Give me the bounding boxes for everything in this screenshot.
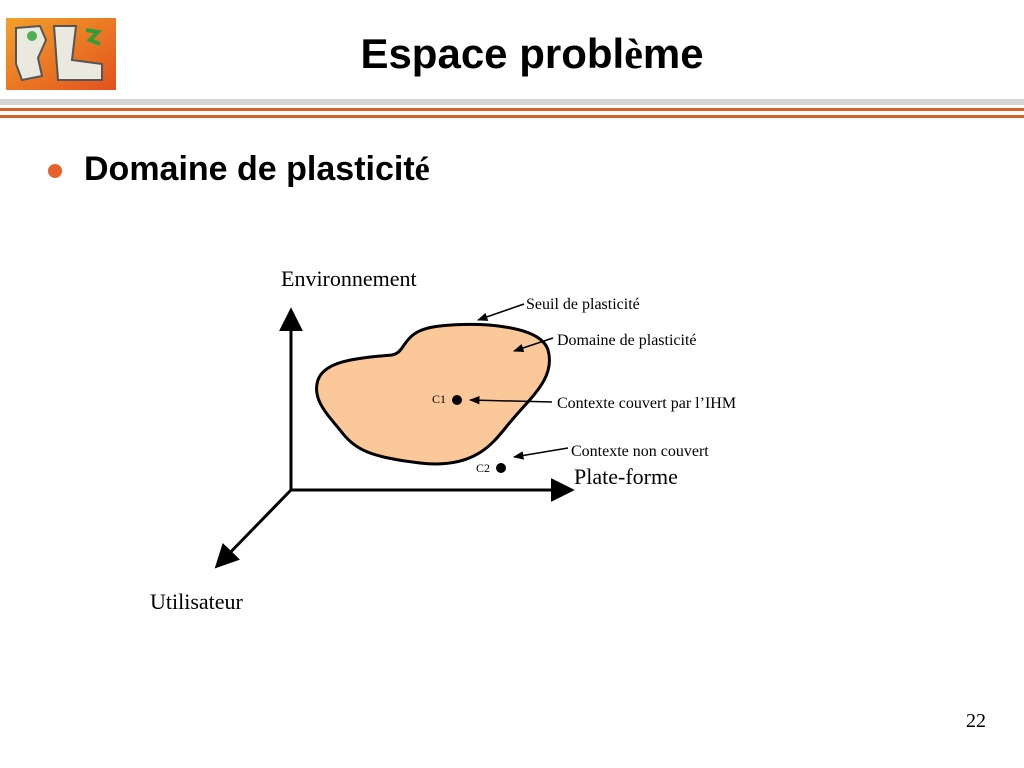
bullet-heading: Domaine de plasticité	[84, 150, 430, 188]
not-covered-label: Contexte non couvert	[571, 443, 709, 460]
domain-label: Domaine de plasticité	[557, 332, 697, 349]
point-c2	[496, 463, 506, 473]
logo	[6, 18, 116, 90]
x-axis-label: Plate-forme	[574, 464, 678, 489]
slide-title: Espace problème	[360, 30, 704, 78]
header-divider	[0, 99, 1024, 105]
z-axis	[214, 488, 293, 569]
z-axis-label: Utilisateur	[150, 589, 244, 614]
c2-label: C2	[476, 461, 490, 475]
plasticity-domain-shape	[315, 323, 551, 466]
point-c1	[452, 395, 462, 405]
c1-label: C1	[432, 392, 446, 406]
threshold-label: Seuil de plasticité	[526, 296, 640, 313]
covered-label: Contexte couvert par l’IHM	[557, 395, 736, 412]
page-number: 22	[966, 710, 986, 732]
header-accent-line	[0, 108, 1024, 111]
pointer-domain	[513, 337, 554, 352]
pointer-covered	[468, 396, 553, 405]
y-axis-label: Environnement	[281, 266, 417, 291]
pointer-threshold	[477, 303, 525, 321]
bullet-icon	[48, 164, 62, 178]
pointer-not-covered	[512, 447, 569, 460]
header-accent-line-2	[0, 115, 1024, 118]
